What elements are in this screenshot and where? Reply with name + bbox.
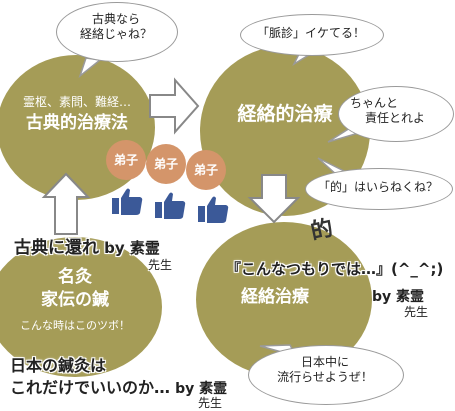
disciple-2: 弟子: [146, 144, 186, 184]
folk-circle: [0, 237, 162, 377]
return-sensei: 先生: [148, 258, 173, 272]
keiraku-title: 経絡治療: [241, 287, 309, 307]
thumbs-up-icon: [198, 196, 229, 223]
meridian-side-bubble: [338, 86, 454, 142]
bottom-caption-line1: 日本の鍼灸は: [10, 356, 107, 375]
right-arrow: [149, 77, 200, 135]
folk-line1: 名灸: [58, 267, 92, 287]
meridian-bottom-bubble: [305, 168, 453, 210]
meridian-top-bubble: [240, 14, 384, 56]
disciple-3: 弟子: [186, 150, 226, 190]
meridian-side-line1: ちゃんと: [350, 96, 399, 110]
keiraku-bubble: [248, 345, 404, 405]
return-caption: 古典に還れ by 素霊: [14, 238, 160, 258]
keiraku-bubble-line1: 日本中に: [300, 355, 349, 369]
meridian-title: 経絡的治療: [237, 103, 333, 125]
keiraku-sensei: 先生: [404, 305, 429, 319]
classical-title: 古典的治療法: [26, 113, 128, 133]
keiraku-bubble-line2: 流行らせようぜ！: [277, 370, 373, 384]
classical-bubble-line2: 経絡じゃね？: [79, 27, 152, 41]
keiraku-bubble-text: 日本中に 流行らせようぜ！: [248, 355, 402, 385]
teki-label: 的: [308, 215, 336, 246]
classical-bubble-line1: 古典なら: [91, 12, 140, 26]
thumbs-up-icon: [112, 188, 143, 215]
classical-bubble-text: 古典なら 経絡じゃね？: [56, 12, 176, 42]
keiraku-by: by 素霊: [372, 289, 425, 305]
meridian-top-bubble-text: 「脈診」イケてる！: [256, 26, 365, 40]
meridian-side-bubble-text: ちゃんと 責任とれよ: [340, 96, 450, 126]
bottom-caption-line2: これだけでいいのか… by 素霊: [10, 378, 228, 397]
classical-bubble: [56, 2, 178, 62]
folk-line2: 家伝の鍼: [41, 290, 109, 310]
meridian-side-line2: 責任とれよ: [364, 111, 425, 125]
meridian-bottom-bubble-text: 「的」はいらねくね？: [317, 180, 438, 194]
bottom-sensei: 先生: [198, 396, 223, 410]
disciple-1: 弟子: [106, 140, 146, 180]
classical-sub: 霊枢、素問、難経…: [22, 95, 131, 109]
folk-line3: こんな時はこのツボ！: [20, 319, 130, 332]
keiraku-quote: 『こんなつもりでは…』(^_^;): [226, 260, 444, 278]
thumbs-up-icon: [155, 192, 186, 219]
